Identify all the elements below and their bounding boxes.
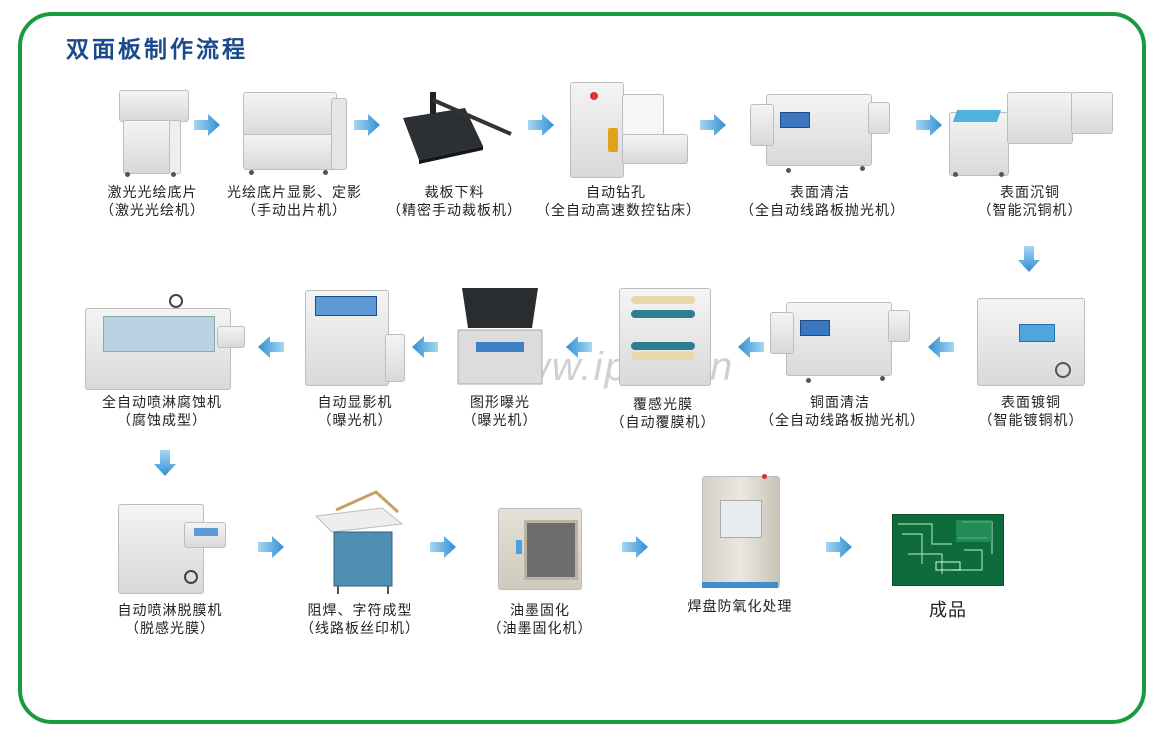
step-film-stripping: 自动喷淋脱膜机 （脱感光膜） [100,496,240,638]
finished-pcb-image [892,512,1004,586]
laminator-machine-image [613,286,713,390]
step-copper-plating: 表面镀铜 （智能镀铜机） [966,288,1096,430]
cnc-drill-machine-image [546,82,688,178]
step-name: 表面清洁 [790,185,850,201]
arrow-right-icon [826,536,852,558]
step-laser-plotting: 激光光绘底片 （激光光绘机） [80,88,225,220]
step-machine: （全自动线路板抛光机） [740,203,905,219]
etching-machine-image [77,288,247,390]
arrow-left-icon [566,336,592,358]
step-copper-surface-cleaning: 铜面清洁 （全自动线路板抛光机） [760,290,925,430]
film-processor-machine-image [242,88,347,178]
step-auto-developing: 自动显影机 （曝光机） [285,288,425,430]
diagram-title: 双面板制作流程 [66,37,248,63]
step-name: 自动钻孔 [586,185,646,201]
arrow-right-icon [622,536,648,558]
arrow-right-icon [528,114,554,136]
step-pattern-exposure: 图形曝光 （曝光机） [435,284,565,430]
arrow-right-icon [194,114,220,136]
step-board-cutting: 裁板下料 （精密手动裁板机） [382,88,527,220]
step-name: 表面沉铜 [1000,185,1060,201]
developing-machine-image [303,288,407,388]
step-name: 成品 [929,600,967,621]
step-machine: （脱感光膜） [125,621,215,637]
step-name: 焊盘防氧化处理 [687,599,793,615]
step-name: 阻焊、字符成型 [307,603,413,619]
arrow-left-icon [258,336,284,358]
step-machine: （智能沉铜机） [977,203,1083,219]
step-copper-deposition: 表面沉铜 （智能沉铜机） [945,86,1115,220]
arrow-down-icon [1018,246,1040,272]
arrow-left-icon [928,336,954,358]
stripping-machine-image [114,496,226,596]
step-name: 表面镀铜 [1001,395,1061,411]
arrow-down-icon [154,450,176,476]
step-name: 裁板下料 [424,185,485,201]
step-machine: （智能镀铜机） [978,413,1084,429]
step-machine: （油墨固化机） [487,621,593,637]
step-finished-product: 成品 [878,512,1018,620]
screen-printer-machine-image [312,486,408,596]
step-machine: （腐蚀成型） [117,413,207,429]
anti-oxidation-machine-image [698,474,782,592]
step-name: 油墨固化 [510,603,570,619]
step-name: 光绘底片显影、定影 [227,185,362,201]
step-machine: （精密手动裁板机） [387,203,522,219]
arrow-right-icon [700,114,726,136]
laser-plotter-machine-image [115,88,191,178]
step-machine: （全自动高速数控钻床） [536,203,701,219]
step-auto-drilling: 自动钻孔 （全自动高速数控钻床） [536,82,701,220]
arrow-right-icon [916,114,942,136]
step-ink-curing: 油墨固化 （油墨固化机） [470,504,610,638]
curing-oven-image [496,504,584,596]
step-surface-cleaning: 表面清洁 （全自动线路板抛光机） [740,84,905,220]
polishing-machine-image [770,290,910,388]
board-cutter-machine-image [395,88,515,178]
step-name: 覆感光膜 [633,397,693,413]
step-name: 自动显影机 [317,395,393,411]
plating-machine-image [975,288,1087,388]
step-machine: （自动覆膜机） [610,415,716,431]
step-film-lamination: 覆感光膜 （自动覆膜机） [598,286,728,432]
exposure-machine-image [454,284,546,388]
step-solder-mask-silkscreen: 阻焊、字符成型 （线路板丝印机） [290,486,430,638]
step-film-developing: 光绘底片显影、定影 （手动出片机） [222,88,367,220]
arrow-right-icon [354,114,380,136]
arrow-right-icon [258,536,284,558]
arrow-left-icon [412,336,438,358]
step-name: 自动喷淋脱膜机 [117,603,223,619]
step-machine: （线路板丝印机） [300,621,420,637]
step-machine: （全自动线路板抛光机） [760,413,925,429]
step-name: 铜面清洁 [810,395,870,411]
step-machine: （激光光绘机） [100,203,205,219]
polishing-machine-image [750,84,890,178]
step-pad-anti-oxidation: 焊盘防氧化处理 [670,474,810,616]
step-name: 图形曝光 [470,395,530,411]
copper-deposition-machine-image [947,86,1113,178]
step-machine: （曝光机） [317,413,393,429]
step-machine: （手动出片机） [242,203,347,219]
step-name: 激光光绘底片 [107,185,198,201]
step-name: 全自动喷淋腐蚀机 [102,395,222,411]
arrow-left-icon [738,336,764,358]
arrow-right-icon [430,536,456,558]
step-machine: （曝光机） [462,413,538,429]
step-spray-etching: 全自动喷淋腐蚀机 （腐蚀成型） [72,288,252,430]
